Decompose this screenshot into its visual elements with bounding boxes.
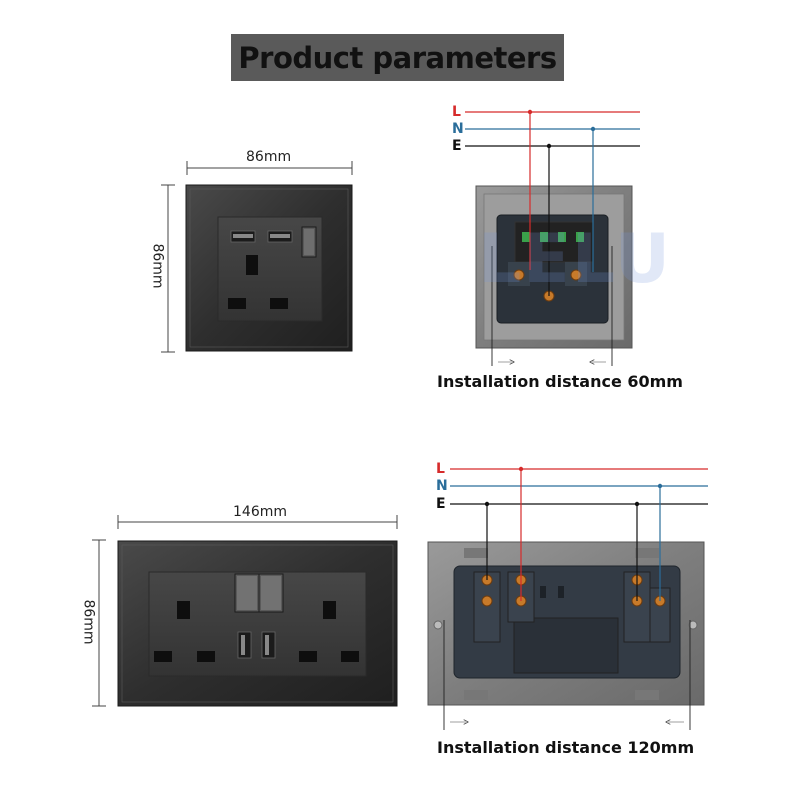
single-socket-front [161,161,353,353]
double-width-label: 146mm [233,504,287,520]
live-pin-slot [270,298,288,309]
wire-letter-N-top: N [452,121,464,137]
single-height-label: 86mm [149,243,166,289]
double-socket-front [92,515,398,707]
wire-letter-N-bottom: N [436,478,448,494]
single-width-dimension [186,161,353,175]
wire-letter-E-bottom: E [436,496,446,512]
double-socket-back [427,466,708,730]
single-install-distance: Installation distance 60mm [437,372,683,391]
single-socket-back [465,109,640,366]
double-width-dimension [117,515,398,529]
wire-letter-L-bottom: L [436,461,445,477]
double-height-dimension [92,539,106,707]
earth-pin-slot [246,255,258,275]
page-title: Product parameters [238,40,557,75]
neutral-pin-slot [228,298,246,309]
double-install-distance: Installation distance 120mm [437,738,695,757]
single-width-label: 86mm [246,149,292,165]
single-height-dimension [161,184,175,353]
watermark: LELU [478,220,672,299]
wire-letter-E-top: E [452,138,462,154]
title-banner: Product parameters [231,34,564,81]
wire-letter-L-top: L [452,104,461,120]
double-height-label: 86mm [80,599,97,645]
